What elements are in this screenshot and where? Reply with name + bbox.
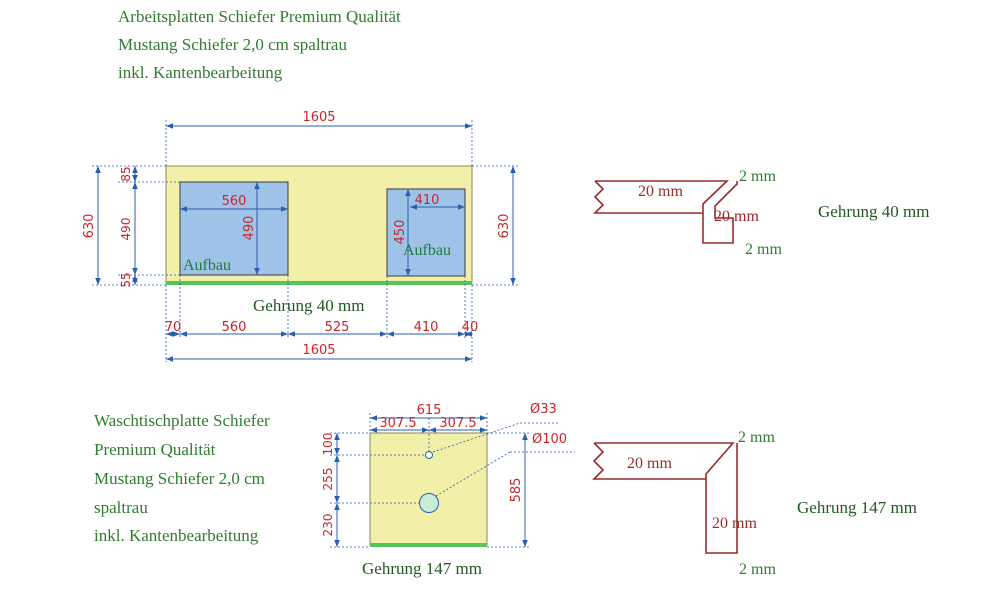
top-title: Arbeitsplatten Schiefer Premium Qualität… bbox=[118, 7, 401, 82]
dim-stack-bottom: 55 bbox=[119, 272, 133, 287]
hole-large bbox=[419, 493, 439, 513]
front-edge-label-top: Gehrung 40 mm bbox=[253, 296, 364, 315]
bottom-title-line-1: Waschtischplatte Schiefer bbox=[94, 411, 270, 430]
dim-stack-top: 85 bbox=[119, 166, 133, 181]
dim-height-left: 630 bbox=[82, 214, 97, 239]
top-title-line-1: Arbeitsplatten Schiefer Premium Qualität bbox=[118, 7, 401, 26]
dim-vanity-half-right: 307.5 bbox=[439, 416, 476, 431]
profile-bottom-thickness: 20 mm bbox=[627, 455, 672, 472]
profile-top-gap-bottom: 2 mm bbox=[745, 241, 782, 258]
bottom-title-line-2: Premium Qualität bbox=[94, 440, 216, 459]
edge-profile-bottom bbox=[594, 442, 738, 554]
bottom-title-line-4: spaltrau bbox=[94, 498, 148, 517]
edge-profile-top-break bbox=[593, 180, 703, 214]
bottom-title-line-3: Mustang Schiefer 2,0 cm bbox=[94, 469, 265, 488]
dim-vanity-height: 585 bbox=[509, 478, 524, 503]
dim-segment-3: 525 bbox=[325, 320, 350, 335]
edge-profile-top bbox=[595, 180, 738, 244]
dim-vanity-stack-1: 100 bbox=[321, 433, 335, 456]
front-edge-label-bottom: Gehrung 147 mm bbox=[362, 559, 482, 578]
profile-top-note: Gehrung 40 mm bbox=[818, 202, 929, 221]
dim-height-right: 630 bbox=[497, 214, 512, 239]
dim-cutout-left-width: 560 bbox=[222, 194, 247, 209]
dim-vanity-width: 615 bbox=[417, 403, 442, 418]
dim-overall-top: 1605 bbox=[302, 110, 335, 125]
dim-stack-mid: 490 bbox=[119, 218, 133, 241]
vanity-slab bbox=[369, 432, 488, 546]
cutout-left-label: Aufbau bbox=[183, 257, 231, 274]
dim-segment-1: 70 bbox=[165, 320, 182, 335]
cutout-left bbox=[179, 181, 289, 276]
cutout-right bbox=[386, 188, 466, 277]
profile-bottom-note: Gehrung 147 mm bbox=[797, 498, 917, 517]
dim-cutout-right-height: 450 bbox=[393, 220, 408, 245]
top-title-line-3: inkl. Kantenbearbeitung bbox=[118, 63, 283, 82]
hole-small bbox=[425, 451, 433, 459]
countertop-front-edge bbox=[166, 281, 472, 285]
profile-top-thickness: 20 mm bbox=[638, 183, 683, 200]
cutout-right-label: Aufbau bbox=[403, 242, 451, 259]
dim-overall-bottom: 1605 bbox=[302, 343, 335, 358]
dim-segment-5: 40 bbox=[462, 320, 479, 335]
profile-top-inner: 20 mm bbox=[714, 208, 759, 225]
bottom-title: Waschtischplatte Schiefer Premium Qualit… bbox=[94, 411, 270, 545]
dim-cutout-right-width: 410 bbox=[415, 193, 440, 208]
profile-top-gap-top: 2 mm bbox=[739, 168, 776, 185]
vanity-front-edge bbox=[370, 543, 487, 547]
dim-segment-4: 410 bbox=[414, 320, 439, 335]
edge-profile-bottom-break bbox=[592, 442, 706, 480]
bottom-title-line-5: inkl. Kantenbearbeitung bbox=[94, 526, 259, 545]
dim-vanity-half-left: 307.5 bbox=[379, 416, 416, 431]
profile-bottom-gap-bottom: 2 mm bbox=[739, 561, 776, 578]
dim-vanity-stack-3: 230 bbox=[321, 514, 335, 537]
dim-cutout-left-height: 490 bbox=[242, 216, 257, 241]
dim-vanity-stack-2: 255 bbox=[321, 468, 335, 491]
profile-bottom-gap-top: 2 mm bbox=[738, 429, 775, 446]
hole-large-label: Ø100 bbox=[532, 432, 567, 447]
profile-bottom-inner: 20 mm bbox=[712, 515, 757, 532]
top-title-line-2: Mustang Schiefer 2,0 cm spaltrau bbox=[118, 35, 347, 54]
leader-small-hole bbox=[432, 422, 521, 453]
hole-small-label: Ø33 bbox=[530, 402, 557, 417]
dim-segment-2: 560 bbox=[222, 320, 247, 335]
